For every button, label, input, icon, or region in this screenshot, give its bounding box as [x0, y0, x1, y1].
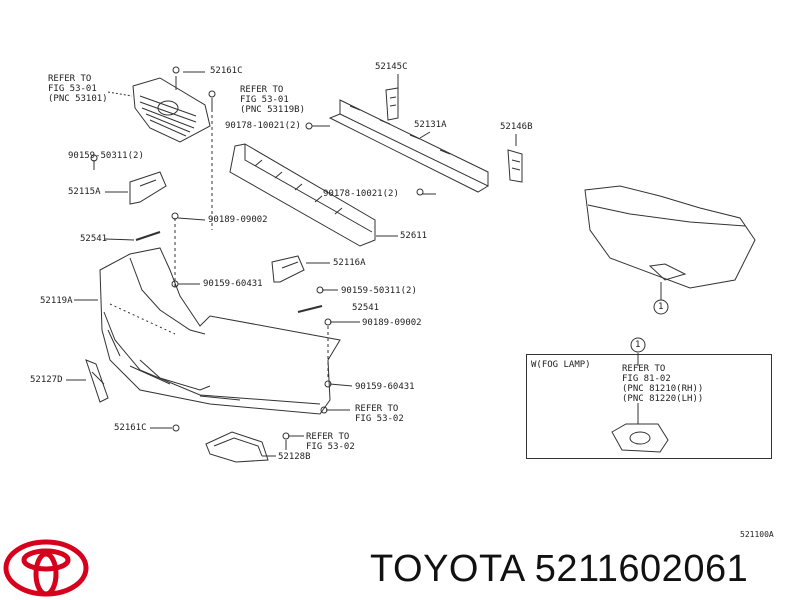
callout-circle-1-box — [630, 337, 646, 353]
part-90189-09002-b-label: 90189-09002 — [362, 318, 422, 328]
fog-cover-part — [205, 431, 269, 463]
part-52119a-label: 52119A — [40, 296, 73, 306]
part-90178-10021-b-label: 90178-10021(2) — [323, 189, 399, 199]
fog-lamp-part — [611, 403, 669, 453]
fog-lamp-box — [526, 354, 772, 459]
part-52541-b-label: 52541 — [352, 303, 380, 313]
part-52541-a-label: 52541 — [80, 234, 108, 244]
part-52127d-label: 52127D — [30, 375, 63, 385]
brand-name: TOYOTA — [370, 548, 524, 590]
bumper-corner-view — [584, 185, 756, 300]
part-52161c-bottom-label: 52161C — [114, 423, 147, 433]
bracket-52115a — [129, 171, 167, 205]
bumper-cover-part — [99, 247, 341, 415]
refer-fog-lamp-label: REFER TO FIG 81-02 (PNC 81210(RH)) (PNC … — [622, 364, 704, 404]
refer-53119b-label: REFER TO FIG 53-01 (PNC 53119B) — [240, 85, 306, 115]
part-52611-label: 52611 — [400, 231, 428, 241]
part-number: 5211602061 — [534, 548, 749, 590]
part-52145c-label: 52145C — [375, 62, 408, 72]
part-90159-50311-b-label: 90159-50311(2) — [341, 286, 417, 296]
part-52161c-top-label: 52161C — [210, 66, 243, 76]
part-90159-60431-b-label: 90159-60431 — [355, 382, 415, 392]
refer-grille-label: REFER TO FIG 53-01 (PNC 53101) — [48, 74, 108, 104]
absorber-part — [229, 143, 376, 247]
toyota-logo-icon — [3, 539, 89, 597]
part-52128b-label: 52128B — [278, 452, 311, 462]
reinforcement-part — [328, 99, 489, 193]
bracket-52116a — [271, 255, 305, 283]
part-52115a-label: 52115A — [68, 187, 101, 197]
diagram-code: 521100A — [740, 530, 774, 539]
callout-1-text: 1 — [658, 302, 664, 312]
part-52116a-label: 52116A — [333, 258, 366, 268]
part-52146b-label: 52146B — [500, 122, 533, 132]
part-90159-60431-a-label: 90159-60431 — [203, 279, 263, 289]
bracket-52146b — [507, 149, 523, 183]
fog-lamp-title: W(FOG LAMP) — [531, 360, 591, 370]
bracket-52145c — [385, 87, 399, 121]
refer-53-02-b-label: REFER TO FIG 53-02 — [306, 432, 355, 452]
part-90189-09002-a-label: 90189-09002 — [208, 215, 268, 225]
refer-53-02-a-label: REFER TO FIG 53-02 — [355, 404, 404, 424]
callout-1-box-text: 1 — [635, 340, 641, 350]
part-52131a-label: 52131A — [414, 120, 447, 130]
callout-circle-1 — [653, 299, 669, 315]
brand-part-number: TOYOTA 5211602061 — [370, 548, 748, 591]
part-90178-10021-a-label: 90178-10021(2) — [225, 121, 301, 131]
grille-part — [132, 77, 211, 143]
part-90159-50311-a-label: 90159-50311(2) — [68, 151, 144, 161]
bracket-52127d — [85, 359, 109, 403]
